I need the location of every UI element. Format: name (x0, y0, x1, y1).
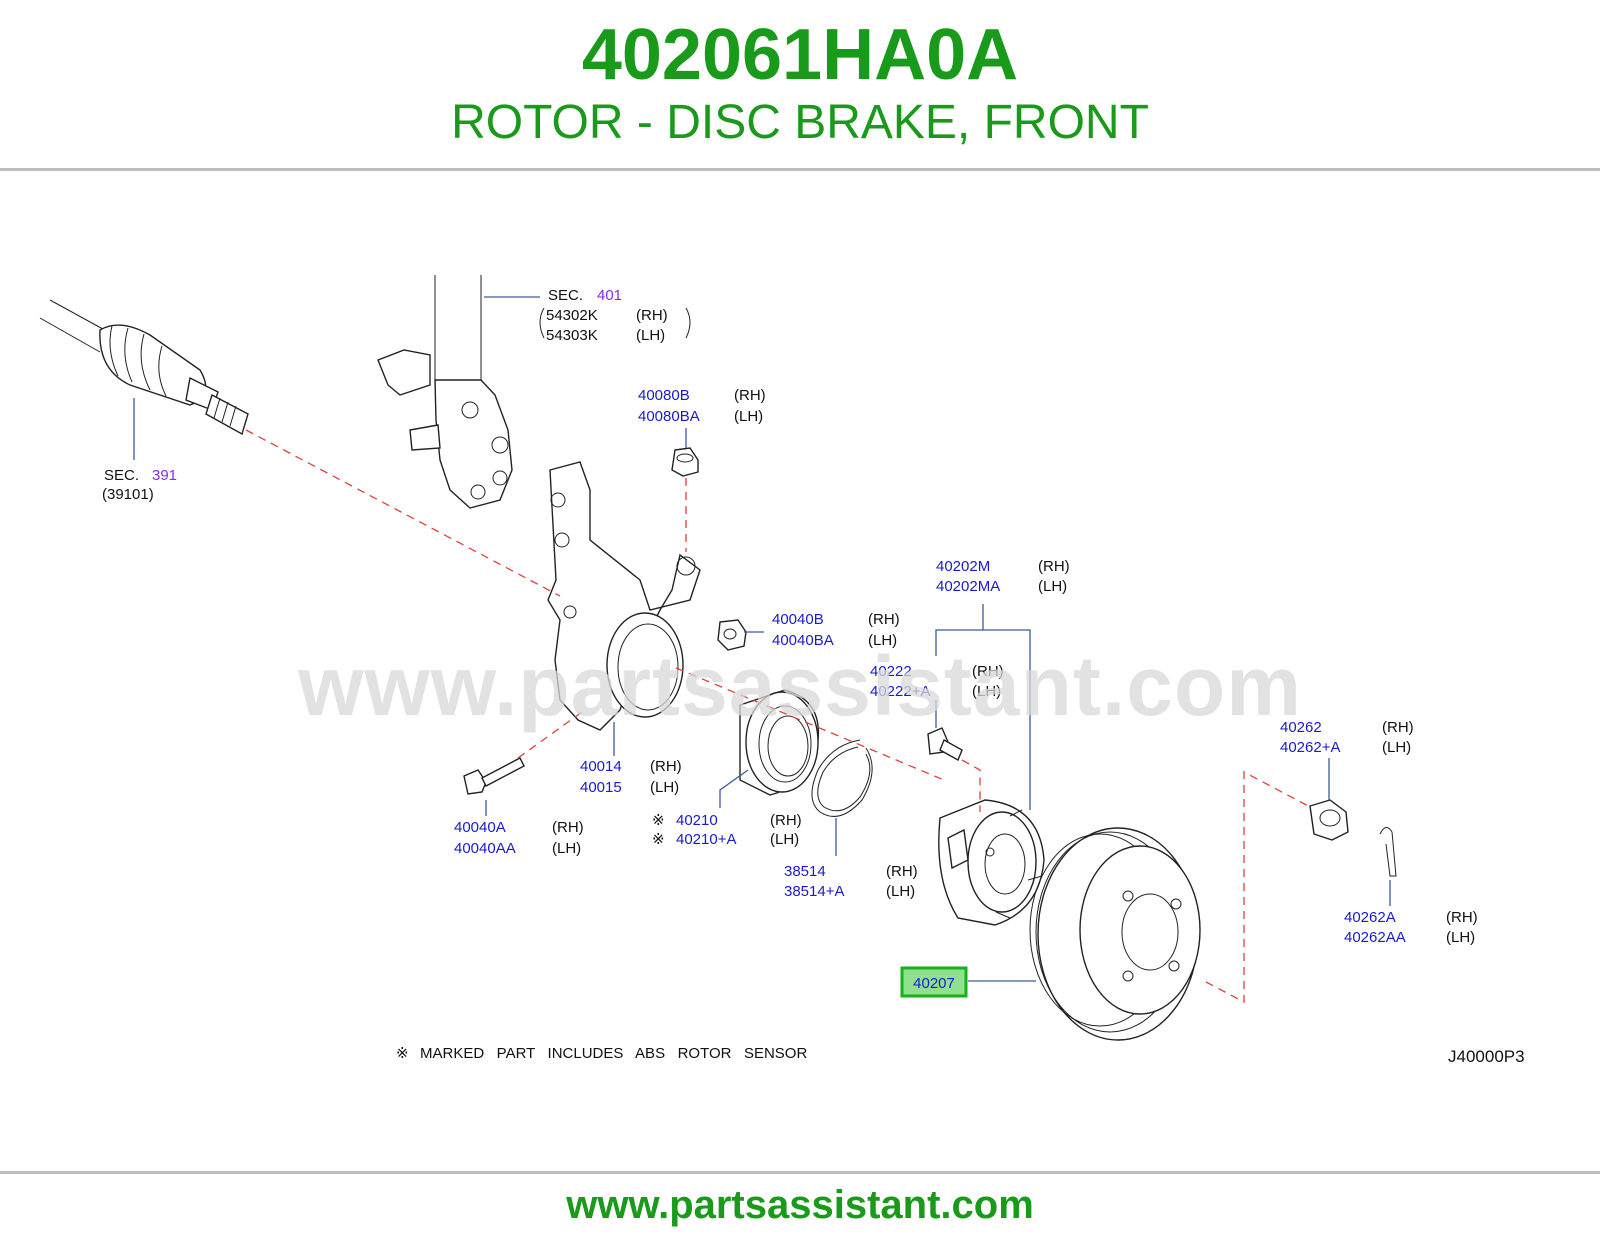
hub-assy-lh-part[interactable]: 40202MA (936, 578, 1000, 595)
assembly-line-rotor (1205, 770, 1313, 1004)
footer-divider (0, 1171, 1600, 1174)
bearing-abs-mark-lh: ※ (652, 831, 665, 848)
bolt-knuckle-lh-part[interactable]: 40040AA (454, 840, 516, 857)
callout-nut-mid: 40040B (RH) 40040BA (LH) (772, 611, 900, 649)
abs-note-text: MARKED PART INCLUDES ABS ROTOR SENSOR (420, 1045, 807, 1062)
nut-top-drawing (671, 447, 699, 477)
knuckle-lh-side: (LH) (650, 779, 679, 796)
lock-nut-rh-part[interactable]: 40262 (1280, 719, 1322, 736)
cotter-pin-drawing (1379, 827, 1397, 877)
assembly-line-shaft-2 (675, 667, 945, 781)
nut-mid-lh-side: (LH) (868, 632, 897, 649)
sec-391-prefix: SEC. (104, 467, 139, 484)
lock-nut-lh-side: (LH) (1382, 739, 1411, 756)
part-name-subtitle: ROTOR - DISC BRAKE, FRONT (451, 96, 1149, 149)
nut-top-rh-side: (RH) (734, 387, 766, 404)
lock-nut-drawing (1309, 799, 1349, 841)
bearing-abs-mark-rh: ※ (652, 812, 665, 829)
callout-hub-assy: 40202M (RH) 40202MA (LH) (936, 558, 1070, 595)
wheel-bearing-drawing (739, 689, 820, 796)
strut-drawing (377, 275, 513, 509)
wheel-hub-drawing (938, 799, 1045, 926)
strut-rh-part: 54302K (546, 307, 598, 324)
part-number-title: 402061HA0A (581, 15, 1019, 95)
cotter-pin-lh-part[interactable]: 40262AA (1344, 929, 1406, 946)
bearing-lh-side: (LH) (770, 831, 799, 848)
snap-ring-drawing (811, 739, 873, 817)
callout-nut-top: 40080B (RH) 40080BA (LH) (638, 387, 766, 425)
bearing-rh-side: (RH) (770, 812, 802, 829)
assembly-line-shaft (245, 429, 561, 597)
rotor-highlight-box[interactable] (900, 966, 968, 998)
bearing-rh-part[interactable]: 40210 (676, 812, 718, 829)
callout-rotor-highlighted[interactable]: 40207 (900, 966, 968, 998)
strut-lh-part: 54303K (546, 327, 598, 344)
callout-sec-401: SEC. 401 54302K (RH) 54303K (LH) (539, 287, 691, 344)
steering-knuckle-drawing (547, 461, 701, 731)
lock-nut-lh-part[interactable]: 40262+A (1280, 739, 1340, 756)
knuckle-rh-part[interactable]: 40014 (580, 758, 622, 775)
hub-assy-rh-part[interactable]: 40202M (936, 558, 990, 575)
hub-bolt-lh-side: (LH) (972, 683, 1001, 700)
nut-top-lh-part[interactable]: 40080BA (638, 408, 700, 425)
cotter-pin-lh-side: (LH) (1446, 929, 1475, 946)
nut-mid-rh-part[interactable]: 40040B (772, 611, 824, 628)
cotter-pin-rh-part[interactable]: 40262A (1344, 909, 1396, 926)
nut-mid-rh-side: (RH) (868, 611, 900, 628)
brake-rotor-drawing (1029, 827, 1201, 1041)
callout-sec-391: SEC. 391 (39101) (102, 467, 177, 503)
rotor-part-number[interactable]: 40207 (913, 975, 955, 992)
diagram-code: J40000P3 (1448, 1047, 1525, 1066)
hub-assy-rh-side: (RH) (1038, 558, 1070, 575)
sec-401-prefix: SEC. (548, 287, 583, 304)
lock-nut-rh-side: (RH) (1382, 719, 1414, 736)
footer-url-link[interactable]: www.partsassistant.com (566, 1183, 1034, 1227)
knuckle-lh-part[interactable]: 40015 (580, 779, 622, 796)
snap-ring-lh-part[interactable]: 38514+A (784, 883, 844, 900)
assembly-line-hub-bolt (961, 759, 981, 812)
snap-ring-rh-side: (RH) (886, 863, 918, 880)
leader-bearing (719, 769, 749, 808)
callout-hub-bolt: 40222 (RH) 40222+A (LH) (870, 663, 1004, 700)
watermark: www.partsassistant.com (298, 639, 1302, 733)
hub-bolt-lh-part[interactable]: 40222+A (870, 683, 930, 700)
bolt-knuckle-drawing (463, 757, 525, 795)
callout-bearing: ※ 40210 (RH) ※ 40210+A (LH) (652, 812, 802, 848)
nut-mid-lh-part[interactable]: 40040BA (772, 632, 834, 649)
hub-bolt-rh-part[interactable]: 40222 (870, 663, 912, 680)
abs-note-mark: ※ (396, 1045, 409, 1062)
bearing-lh-part[interactable]: 40210+A (676, 831, 736, 848)
sec-391-number[interactable]: 391 (152, 467, 177, 484)
snap-ring-rh-part[interactable]: 38514 (784, 863, 826, 880)
snap-ring-lh-side: (LH) (886, 883, 915, 900)
bolt-knuckle-lh-side: (LH) (552, 840, 581, 857)
strut-rh-side: (RH) (636, 307, 668, 324)
callout-lock-nut: 40262 (RH) 40262+A (LH) (1280, 719, 1414, 756)
hub-bolt-drawing (927, 727, 963, 761)
nut-top-lh-side: (LH) (734, 408, 763, 425)
hub-bolt-rh-side: (RH) (972, 663, 1004, 680)
page-header: 402061HA0A ROTOR - DISC BRAKE, FRONT (0, 0, 1600, 168)
knuckle-rh-side: (RH) (650, 758, 682, 775)
strut-lh-side: (LH) (636, 327, 665, 344)
bolt-knuckle-rh-side: (RH) (552, 819, 584, 836)
nut-mid-drawing (717, 619, 747, 651)
callout-cotter-pin: 40262A (RH) 40262AA (LH) (1344, 909, 1478, 946)
cotter-pin-rh-side: (RH) (1446, 909, 1478, 926)
callout-bolt-knuckle: 40040A (RH) 40040AA (LH) (454, 819, 584, 857)
callout-snap-ring: 38514 (RH) 38514+A (LH) (784, 863, 918, 900)
hub-assy-lh-side: (LH) (1038, 578, 1067, 595)
nut-top-rh-part[interactable]: 40080B (638, 387, 690, 404)
bolt-knuckle-rh-part[interactable]: 40040A (454, 819, 506, 836)
sec-401-number[interactable]: 401 (597, 287, 622, 304)
header-divider (0, 168, 1600, 171)
drive-shaft-drawing (39, 299, 249, 436)
callout-knuckle: 40014 (RH) 40015 (LH) (580, 758, 682, 796)
sec-391-sub: (39101) (102, 486, 154, 503)
